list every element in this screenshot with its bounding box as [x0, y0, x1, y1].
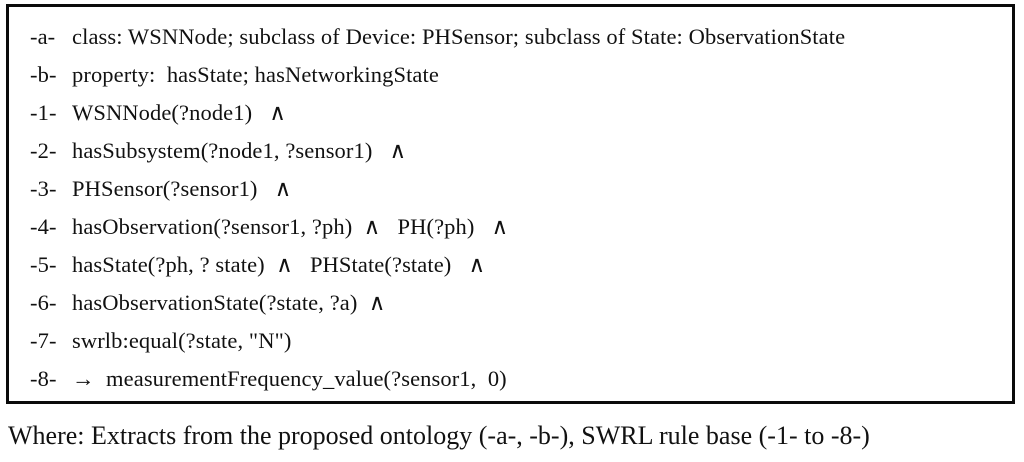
rule-line: -1- WSNNode(?node1) ∧: [30, 94, 1006, 132]
rule-label: -7-: [30, 328, 57, 353]
rule-line: -7- swrlb:equal(?state, "N"): [30, 322, 1006, 360]
rule-text: hasState(?ph, ? state) ∧ PHState(?state)…: [72, 252, 486, 277]
rule-label: -2-: [30, 138, 57, 163]
rule-text: swrlb:equal(?state, "N"): [72, 328, 292, 353]
rule-text: → measurementFrequency_value(?sensor1, 0…: [72, 366, 507, 391]
rule-line: -5- hasState(?ph, ? state) ∧ PHState(?st…: [30, 246, 1006, 284]
rule-text: hasObservationState(?state, ?a) ∧: [72, 290, 386, 315]
rule-line: -2- hasSubsystem(?node1, ?sensor1) ∧: [30, 132, 1006, 170]
rule-line: -8- → measurementFrequency_value(?sensor…: [30, 360, 1006, 398]
rule-label: -4-: [30, 214, 57, 239]
rule-line: -3- PHSensor(?sensor1) ∧: [30, 170, 1006, 208]
rule-line: -a- class: WSNNode; subclass of Device: …: [30, 18, 1006, 56]
rule-box: -a- class: WSNNode; subclass of Device: …: [6, 4, 1015, 404]
rule-label: -8-: [30, 366, 57, 391]
rule-text: property: hasState; hasNetworkingState: [72, 62, 439, 87]
rule-label: -a-: [30, 24, 56, 49]
rule-line: -4- hasObservation(?sensor1, ?ph) ∧ PH(?…: [30, 208, 1006, 246]
rule-list: -a- class: WSNNode; subclass of Device: …: [30, 18, 1006, 398]
rule-text: hasSubsystem(?node1, ?sensor1) ∧: [72, 138, 407, 163]
rule-text: hasObservation(?sensor1, ?ph) ∧ PH(?ph) …: [72, 214, 509, 239]
rule-label: -b-: [30, 62, 57, 87]
figure-caption: Where: Extracts from the proposed ontolo…: [8, 421, 870, 450]
rule-label: -3-: [30, 176, 57, 201]
rule-text: WSNNode(?node1) ∧: [72, 100, 286, 125]
rule-line: -b- property: hasState; hasNetworkingSta…: [30, 56, 1006, 94]
rule-label: -6-: [30, 290, 57, 315]
rule-label: -1-: [30, 100, 57, 125]
rule-label: -5-: [30, 252, 57, 277]
rule-line: -6- hasObservationState(?state, ?a) ∧: [30, 284, 1006, 322]
rule-text: class: WSNNode; subclass of Device: PHSe…: [72, 24, 846, 49]
rule-text: PHSensor(?sensor1) ∧: [72, 176, 292, 201]
